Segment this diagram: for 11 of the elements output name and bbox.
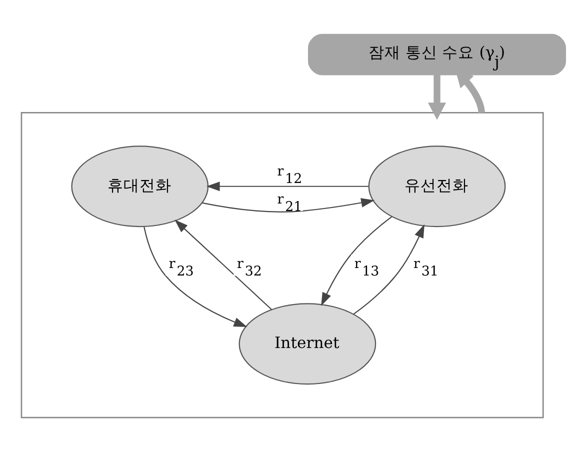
arrow [144, 226, 248, 326]
arrow [202, 198, 375, 212]
node-ellipse: 휴대전화 [71, 145, 209, 227]
node-ellipse: 유선전화 [368, 145, 506, 227]
arrow [174, 219, 272, 310]
arrow [321, 216, 392, 306]
arrow [206, 181, 369, 191]
cluster [20, 111, 544, 418]
arrow [428, 74, 446, 120]
arrow [353, 224, 424, 314]
node-ellipse: Internet [238, 302, 376, 384]
